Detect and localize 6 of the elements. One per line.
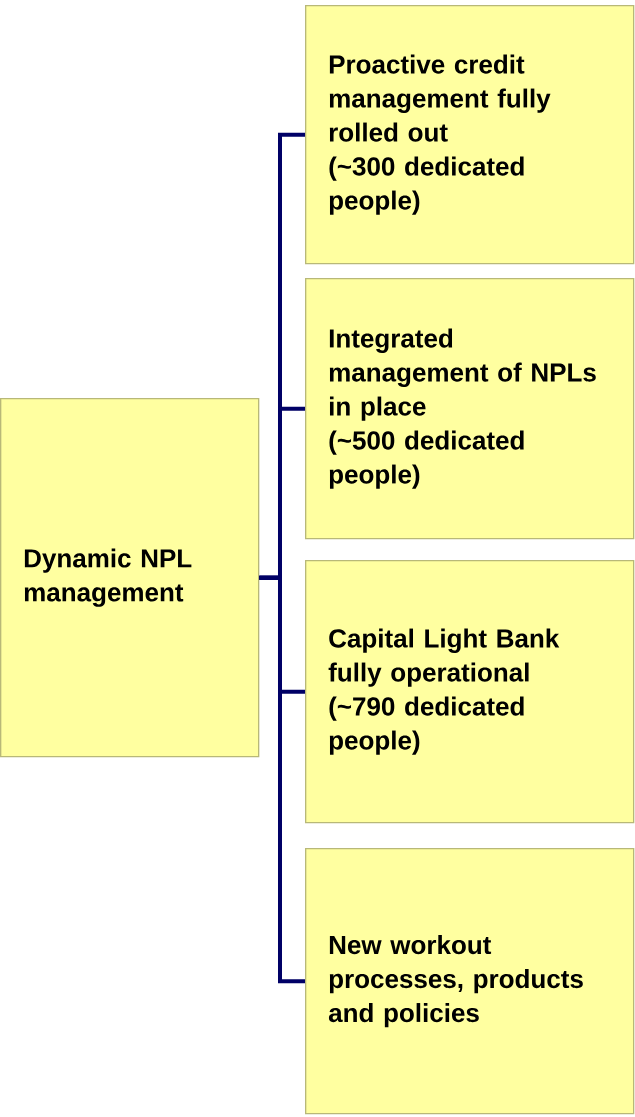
connector-line — [259, 575, 305, 984]
text-box: Dynamic NPL management — [0, 398, 260, 758]
text-box: Capital Light Bank fully operational (~790 dedicated people) — [305, 560, 635, 824]
text-box: New workout processes, products and policies — [305, 848, 635, 1115]
text-box: Proactive credit management fully rolled out (~300 dedicated people) — [305, 5, 635, 265]
text-box: Integrated management of NPLs in place (~500 dedicated people) — [305, 278, 635, 540]
